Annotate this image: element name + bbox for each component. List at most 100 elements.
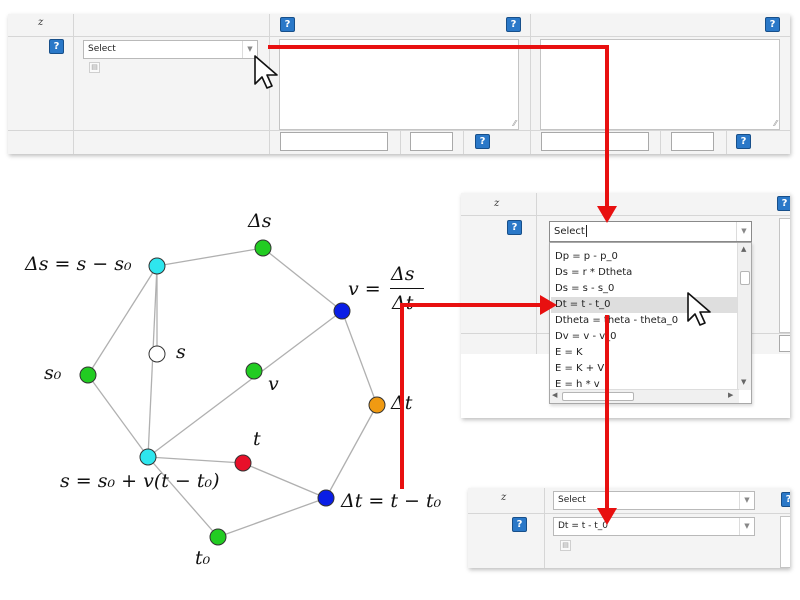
- divider: [461, 215, 790, 216]
- node-s-eq: [139, 448, 157, 466]
- divider: [8, 130, 790, 131]
- dropdown-option[interactable]: Dtheta = theta - theta_0: [555, 315, 679, 326]
- value-input[interactable]: [541, 132, 649, 151]
- graph-edge: [242, 462, 327, 499]
- graph-edge: [147, 310, 343, 458]
- help-icon[interactable]: ?: [475, 134, 490, 149]
- dropdown-option[interactable]: Dv = v - v_0: [555, 331, 617, 342]
- arrowhead-icon: [597, 508, 617, 525]
- unit-input[interactable]: [410, 132, 453, 151]
- chevron-down-icon: ▼: [736, 222, 751, 241]
- result-form-panel: z ? ? Select ▼ Dt = t - t_0 ▼ ▤: [468, 488, 790, 568]
- help-icon[interactable]: ?: [507, 220, 522, 235]
- help-icon[interactable]: ?: [736, 134, 751, 149]
- divider: [536, 193, 537, 354]
- dropdown-option[interactable]: ······: [555, 243, 730, 249]
- scroll-up-icon[interactable]: ▲: [741, 245, 747, 253]
- graph-edge: [262, 247, 343, 312]
- graph-edge: [87, 374, 149, 458]
- graph-edge: [325, 404, 378, 499]
- select-value: Select: [558, 495, 586, 505]
- help-icon[interactable]: ?: [777, 196, 790, 211]
- help-icon[interactable]: ?: [765, 17, 780, 32]
- fraction-bar: [390, 288, 424, 289]
- dropdown-option[interactable]: E = K: [555, 347, 583, 358]
- document-icon[interactable]: ▤: [89, 62, 100, 73]
- unit-input[interactable]: [671, 132, 714, 151]
- help-icon[interactable]: ?: [280, 17, 295, 32]
- z-label: z: [38, 17, 44, 28]
- divider: [73, 14, 74, 154]
- graph-label-v-frac-num: Δs: [391, 263, 415, 285]
- help-icon[interactable]: ?: [506, 17, 521, 32]
- chevron-down-icon: ▼: [242, 41, 257, 58]
- dropdown-option[interactable]: Ds = r * Dtheta: [555, 267, 633, 278]
- notes-textarea[interactable]: [779, 218, 790, 333]
- divider: [530, 14, 531, 154]
- connector-line: [400, 306, 404, 489]
- graph-edge: [217, 497, 327, 538]
- chevron-down-icon: ▼: [739, 492, 754, 509]
- divider: [544, 488, 545, 568]
- scroll-thumb[interactable]: [562, 392, 634, 401]
- z-select[interactable]: Select ▼: [553, 491, 755, 510]
- vertical-scrollbar[interactable]: ▲ ▼: [737, 243, 751, 390]
- node-delta-t: [368, 396, 386, 414]
- resize-grip-icon[interactable]: ⁄⁄: [774, 119, 777, 128]
- value-input[interactable]: [280, 132, 388, 151]
- top-form-panel: z ? ? ? ? Select ▼ ▤ ⁄⁄ ⁄⁄ ? ?: [8, 14, 790, 154]
- help-icon[interactable]: ?: [49, 39, 64, 54]
- divider: [8, 36, 790, 37]
- dropdown-option[interactable]: Dp = p - p_0: [555, 251, 618, 262]
- divider: [726, 130, 727, 154]
- node-delta-t-eq: [317, 489, 335, 507]
- graph-label-delta-s: Δs: [248, 210, 272, 232]
- horizontal-scrollbar[interactable]: ◀ ▶: [550, 389, 739, 403]
- scroll-thumb[interactable]: [740, 271, 750, 285]
- cursor-arrow-icon: [687, 292, 711, 326]
- equation-select[interactable]: Dt = t - t_0 ▼: [553, 517, 755, 536]
- help-icon[interactable]: ?: [512, 517, 527, 532]
- chevron-down-icon: ▼: [739, 518, 754, 535]
- equation-select-open[interactable]: Select ▼: [549, 221, 752, 242]
- z-label: z: [501, 492, 507, 503]
- scroll-right-icon[interactable]: ▶: [728, 391, 734, 399]
- graph-edge: [341, 310, 378, 406]
- dropdown-option[interactable]: Ds = s - s_0: [555, 283, 615, 294]
- divider: [468, 513, 790, 514]
- graph-edge: [147, 456, 244, 464]
- arrowhead-icon: [540, 295, 557, 315]
- dropdown-options-list[interactable]: ······ Dp = p - p_0 Ds = r * Dtheta Ds =…: [549, 242, 752, 404]
- document-icon[interactable]: ▤: [560, 540, 571, 551]
- notes-textarea[interactable]: [780, 516, 790, 568]
- node-s: [148, 345, 166, 363]
- graph-edge: [147, 265, 158, 458]
- node-s0: [79, 366, 97, 384]
- scroll-down-icon[interactable]: ▼: [741, 378, 747, 386]
- resize-grip-icon[interactable]: ⁄⁄: [513, 119, 516, 128]
- help-icon[interactable]: ?: [781, 492, 790, 507]
- select-value: Select: [554, 226, 585, 237]
- node-v-eq: [333, 302, 351, 320]
- graph-edge: [156, 247, 264, 267]
- notes-textarea[interactable]: ⁄⁄: [279, 39, 519, 130]
- divider: [463, 130, 464, 154]
- equation-select[interactable]: Select ▼: [83, 40, 258, 59]
- dropdown-option[interactable]: E = K + V: [555, 363, 605, 374]
- graph-label-delta-t-eq: Δt = t − t₀: [341, 490, 442, 512]
- node-t0: [209, 528, 227, 546]
- graph-label-v: v: [268, 373, 279, 395]
- z-label: z: [494, 198, 500, 209]
- node-t: [234, 454, 252, 472]
- value-input[interactable]: [779, 335, 790, 352]
- select-value: Select: [88, 44, 116, 54]
- scroll-left-icon[interactable]: ◀: [552, 391, 558, 399]
- notes-textarea[interactable]: ⁄⁄: [540, 39, 780, 130]
- text-caret: [585, 225, 587, 237]
- dropdown-option[interactable]: E = h * v: [555, 379, 600, 387]
- dropdown-form-panel: z ? ? Select ▼ ······ Dp = p - p_0 Ds = …: [461, 193, 790, 418]
- connector-line: [605, 45, 609, 210]
- node-v: [245, 362, 263, 380]
- graph-label-s: s: [176, 341, 186, 363]
